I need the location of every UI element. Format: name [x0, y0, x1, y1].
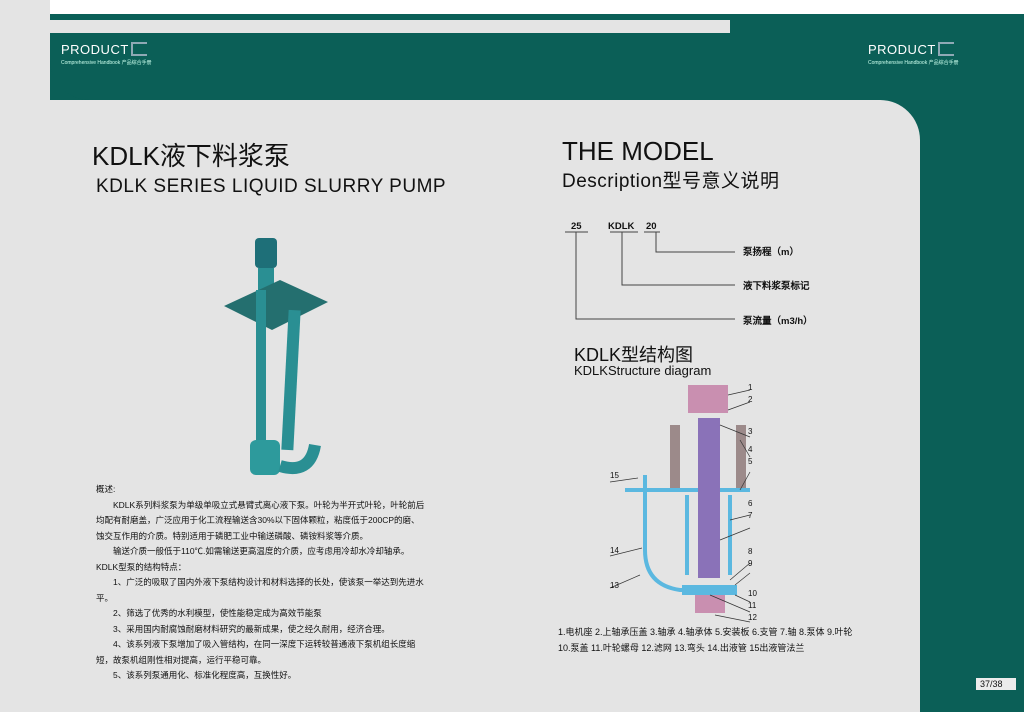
header-logo-left: PRODUCT Comprehensive Handbook 产品综合手册: [61, 41, 152, 66]
product-title-cn: KDLK液下料浆泵: [92, 141, 290, 171]
callout: 15: [610, 471, 619, 480]
page-number: 37/38: [976, 678, 1016, 690]
callout: 7: [748, 511, 753, 520]
callout: 12: [748, 613, 757, 622]
callout: 8: [748, 547, 753, 556]
structure-title-cn: KDLK型结构图: [574, 345, 694, 365]
overview-paragraph: 输送介质一般低于110℃.如需输送更高温度的介质，应考虑用冷却水冷却轴承。: [113, 546, 410, 556]
corner-fill: [0, 33, 50, 100]
pump-photo: [224, 238, 328, 475]
overview-section: 概述: KDLK系列料浆泵为单级单吸立式悬臂式离心液下泵。叶轮为半开式叶轮，叶轮…: [96, 482, 426, 684]
brand: PRODUCT: [61, 42, 129, 57]
callout: 6: [748, 499, 753, 508]
top-strip: [50, 20, 730, 33]
parts-line: 10.泵盖 11.叶轮螺母 12.滤网 13.弯头 14.出液管 15出液管法兰: [558, 643, 805, 653]
callout: 9: [748, 559, 753, 568]
feature-item: 1、广泛的吸取了国内外液下泵结构设计和材料选择的长处，使该泵一举达到先进水平。: [96, 577, 424, 603]
model-subtitle: Description型号意义说明: [562, 171, 780, 192]
callout: 3: [748, 427, 753, 436]
parts-legend: 1.电机座 2.上轴承压盖 3.轴承 4.轴承体 5.安装板 6.支管 7.轴 …: [558, 624, 853, 656]
header-logo-right: PRODUCT Comprehensive Handbook 产品综合手册: [868, 41, 959, 66]
callout: 13: [610, 581, 619, 590]
features-heading: KDLK型泵的结构特点：: [96, 561, 187, 572]
model-code-diagram: [565, 231, 735, 320]
parts-line: 1.电机座 2.上轴承压盖 3.轴承 4.轴承体 5.安装板 6.支管 7.轴 …: [558, 627, 853, 637]
overview-heading: 概述:: [96, 484, 116, 494]
feature-item: 3、采用国内耐腐蚀耐磨材料研究的最新成果，使之经久耐用，经济合理。: [113, 623, 390, 634]
callout: 4: [748, 445, 753, 454]
feature-item: 2、筛选了优秀的水利模型，使性能稳定成为高效节能泵: [113, 608, 322, 618]
callouts-right: 1 2 3 4 5 6 7 8 9 10 11 12: [748, 382, 757, 624]
structure-title-en: KDLKStructure diagram: [574, 363, 712, 378]
background-left: [0, 0, 50, 712]
content-panel: [50, 100, 920, 712]
callout: 2: [748, 395, 753, 404]
model-part-flow: 25: [571, 221, 582, 232]
tagline: Comprehensive Handbook: [868, 60, 928, 66]
tagline-cn: 产品综合手册: [121, 60, 152, 66]
koden-logo-icon: [130, 42, 147, 56]
structure-diagram: [609, 385, 751, 623]
tagline-cn: 产品综合手册: [928, 60, 959, 66]
model-part-head: 20: [646, 221, 657, 232]
overview-paragraph: KDLK系列料浆泵为单级单吸立式悬臂式离心液下泵。叶轮为半开式叶轮，叶轮前后均配…: [96, 499, 425, 541]
callout: 1: [748, 383, 753, 392]
model-part-series: KDLK: [608, 221, 635, 232]
model-label-head: 泵扬程（m）: [743, 247, 799, 258]
feature-item: 5、该系列泵通用化、标准化程度高，互换性好。: [113, 670, 297, 680]
tagline: Comprehensive Handbook: [61, 60, 121, 66]
callout: 5: [748, 457, 753, 466]
brand: PRODUCT: [868, 42, 936, 57]
model-label-series: 液下料浆泵标记: [743, 281, 810, 292]
product-title-en: KDLK SERIES LIQUID SLURRY PUMP: [96, 176, 447, 197]
model-title: THE MODEL: [562, 136, 714, 166]
feature-item: 4、该系列液下泵增加了吸入管结构，在同一深度下运转较普通液下泵机组长度缩短，故泵…: [96, 639, 416, 665]
koden-logo-icon: [937, 42, 954, 56]
model-label-flow: 泵流量（m3/h）: [743, 316, 813, 327]
callout: 14: [610, 546, 619, 555]
callout: 11: [748, 601, 757, 610]
callout: 10: [748, 589, 757, 598]
